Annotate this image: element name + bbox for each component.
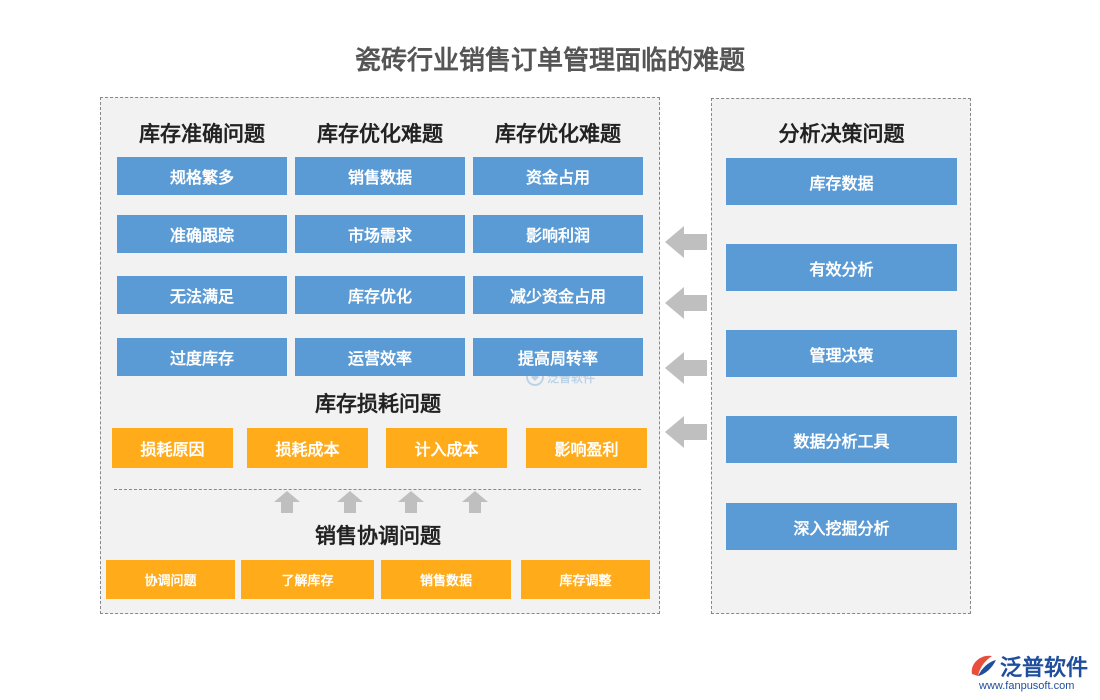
watermark-text: 泛普软件 xyxy=(547,370,596,385)
accuracy-item: 准确跟踪 xyxy=(117,215,287,253)
left-arrow-icon xyxy=(665,287,707,319)
optimization-item: 库存优化 xyxy=(295,276,465,314)
analysis-item: 管理决策 xyxy=(726,330,957,377)
column-heading-accuracy: 库存准确问题 xyxy=(139,122,265,146)
coordination-heading: 销售协调问题 xyxy=(315,524,441,548)
brand-logo-icon xyxy=(971,655,996,676)
coordination-item: 库存调整 xyxy=(521,560,650,599)
up-arrow-icon xyxy=(462,491,488,513)
capital-item: 资金占用 xyxy=(473,157,643,195)
optimization-item: 市场需求 xyxy=(295,215,465,253)
accuracy-item: 无法满足 xyxy=(117,276,287,314)
loss-item: 影响盈利 xyxy=(526,428,647,468)
left-arrow-icon xyxy=(665,226,707,258)
watermark: 泛普软件 xyxy=(526,368,595,386)
up-arrow-icon xyxy=(274,491,300,513)
loss-item: 计入成本 xyxy=(386,428,507,468)
left-arrow-icon xyxy=(665,352,707,384)
loss-item: 损耗原因 xyxy=(112,428,233,468)
loss-item: 损耗成本 xyxy=(247,428,368,468)
analysis-item: 有效分析 xyxy=(726,244,957,291)
up-arrow-icon xyxy=(398,491,424,513)
capital-item: 影响利润 xyxy=(473,215,643,253)
column-heading-capital: 库存优化难题 xyxy=(495,122,621,146)
capital-item: 提高周转率 xyxy=(473,338,643,376)
optimization-item: 运营效率 xyxy=(295,338,465,376)
left-arrow-icon xyxy=(665,416,707,448)
watermark-logo-icon xyxy=(526,368,544,386)
column-heading-optimization: 库存优化难题 xyxy=(317,122,443,146)
up-arrow-icon xyxy=(337,491,363,513)
brand-name: 泛普软件 xyxy=(1000,656,1089,681)
coordination-item: 协调问题 xyxy=(106,560,235,599)
analysis-item: 库存数据 xyxy=(726,158,957,205)
page-title: 瓷砖行业销售订单管理面临的难题 xyxy=(354,46,745,76)
accuracy-item: 过度库存 xyxy=(117,338,287,376)
analysis-item: 深入挖掘分析 xyxy=(726,503,957,550)
brand-url: www.fanpusoft.com xyxy=(979,680,1075,692)
analysis-heading: 分析决策问题 xyxy=(778,122,905,146)
accuracy-item: 规格繁多 xyxy=(117,157,287,195)
analysis-item: 数据分析工具 xyxy=(726,416,957,463)
coordination-item: 了解库存 xyxy=(241,560,374,599)
divider xyxy=(114,489,641,490)
capital-item: 减少资金占用 xyxy=(473,276,643,314)
loss-heading: 库存损耗问题 xyxy=(315,392,441,416)
optimization-item: 销售数据 xyxy=(295,157,465,195)
coordination-item: 销售数据 xyxy=(381,560,511,599)
